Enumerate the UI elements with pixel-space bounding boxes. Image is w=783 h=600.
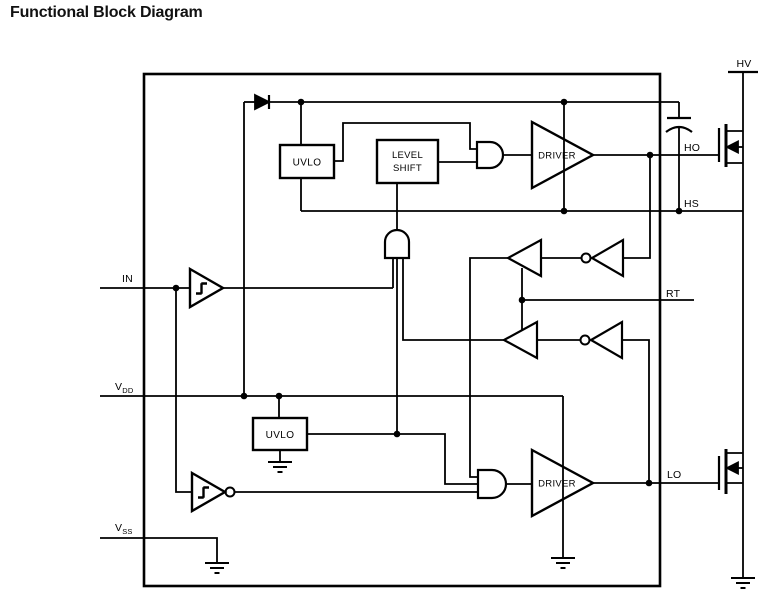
- pin-label-rt: RT: [666, 288, 681, 300]
- mosfet-high-side: [717, 124, 743, 167]
- uvlo-bottom-block: [251, 416, 309, 452]
- ground-symbol-driver: [551, 557, 575, 569]
- schmitt-buffer-input: [188, 266, 226, 310]
- low-to-high-interlock: [402, 258, 504, 341]
- driver-high-side-triangle: [530, 119, 596, 191]
- pin-label-in: IN: [122, 273, 133, 285]
- pin-label-lo: LO: [667, 469, 681, 481]
- delay-buffer-low: [501, 320, 539, 360]
- driver-top-label: DRIVER: [538, 151, 576, 162]
- ground-symbol-uvlo: [268, 461, 292, 473]
- pin-label-hv: HV: [737, 58, 752, 70]
- schmitt-inverter-low-side: [190, 470, 236, 514]
- uvlo-bottom-label: UVLO: [266, 430, 295, 441]
- lo-feedback: [623, 339, 650, 483]
- body-arrow-icon: [724, 461, 739, 475]
- high-to-low-interlock: [469, 257, 508, 478]
- ground-symbol-vss: [205, 562, 229, 574]
- and-gate-input-logic: [383, 228, 411, 260]
- uvlo-top-block: [278, 143, 336, 180]
- feedback-inverter-low: [579, 320, 624, 360]
- level-shift-label-line1: LEVEL: [392, 150, 423, 161]
- and-gate-high-side: [475, 140, 505, 170]
- pin-label-ho: HO: [684, 142, 700, 154]
- ic-boundary: [142, 72, 662, 588]
- junction-dots: [172, 98, 683, 487]
- bootstrap-diode: [254, 93, 272, 111]
- bootstrap-capacitor: [665, 116, 693, 133]
- level-shift-block: [375, 138, 440, 185]
- pin-label-hs: HS: [684, 198, 699, 210]
- ho-feedback: [624, 155, 651, 259]
- ground-symbol-mosfet: [731, 577, 755, 589]
- level-shift-label-line2: SHIFT: [393, 163, 422, 174]
- mosfet-low-side: [717, 449, 743, 494]
- hysteresis-icon: [198, 486, 209, 499]
- page-title: Functional Block Diagram: [10, 4, 203, 21]
- uvlo-top-label: UVLO: [293, 158, 322, 169]
- feedback-inverter-high: [580, 238, 625, 278]
- vss-pin-wire: [100, 537, 218, 562]
- hysteresis-icon: [196, 282, 207, 295]
- wires: [100, 72, 744, 577]
- delay-buffer-high: [505, 238, 543, 278]
- pin-label-vss: VSS: [115, 522, 133, 536]
- pin-label-vdd: VDD: [115, 381, 134, 395]
- driver-bottom-label: DRIVER: [538, 479, 576, 490]
- and-gate-low-side: [476, 468, 508, 500]
- body-arrow-icon: [724, 140, 739, 154]
- driver-low-side-triangle: [530, 447, 596, 519]
